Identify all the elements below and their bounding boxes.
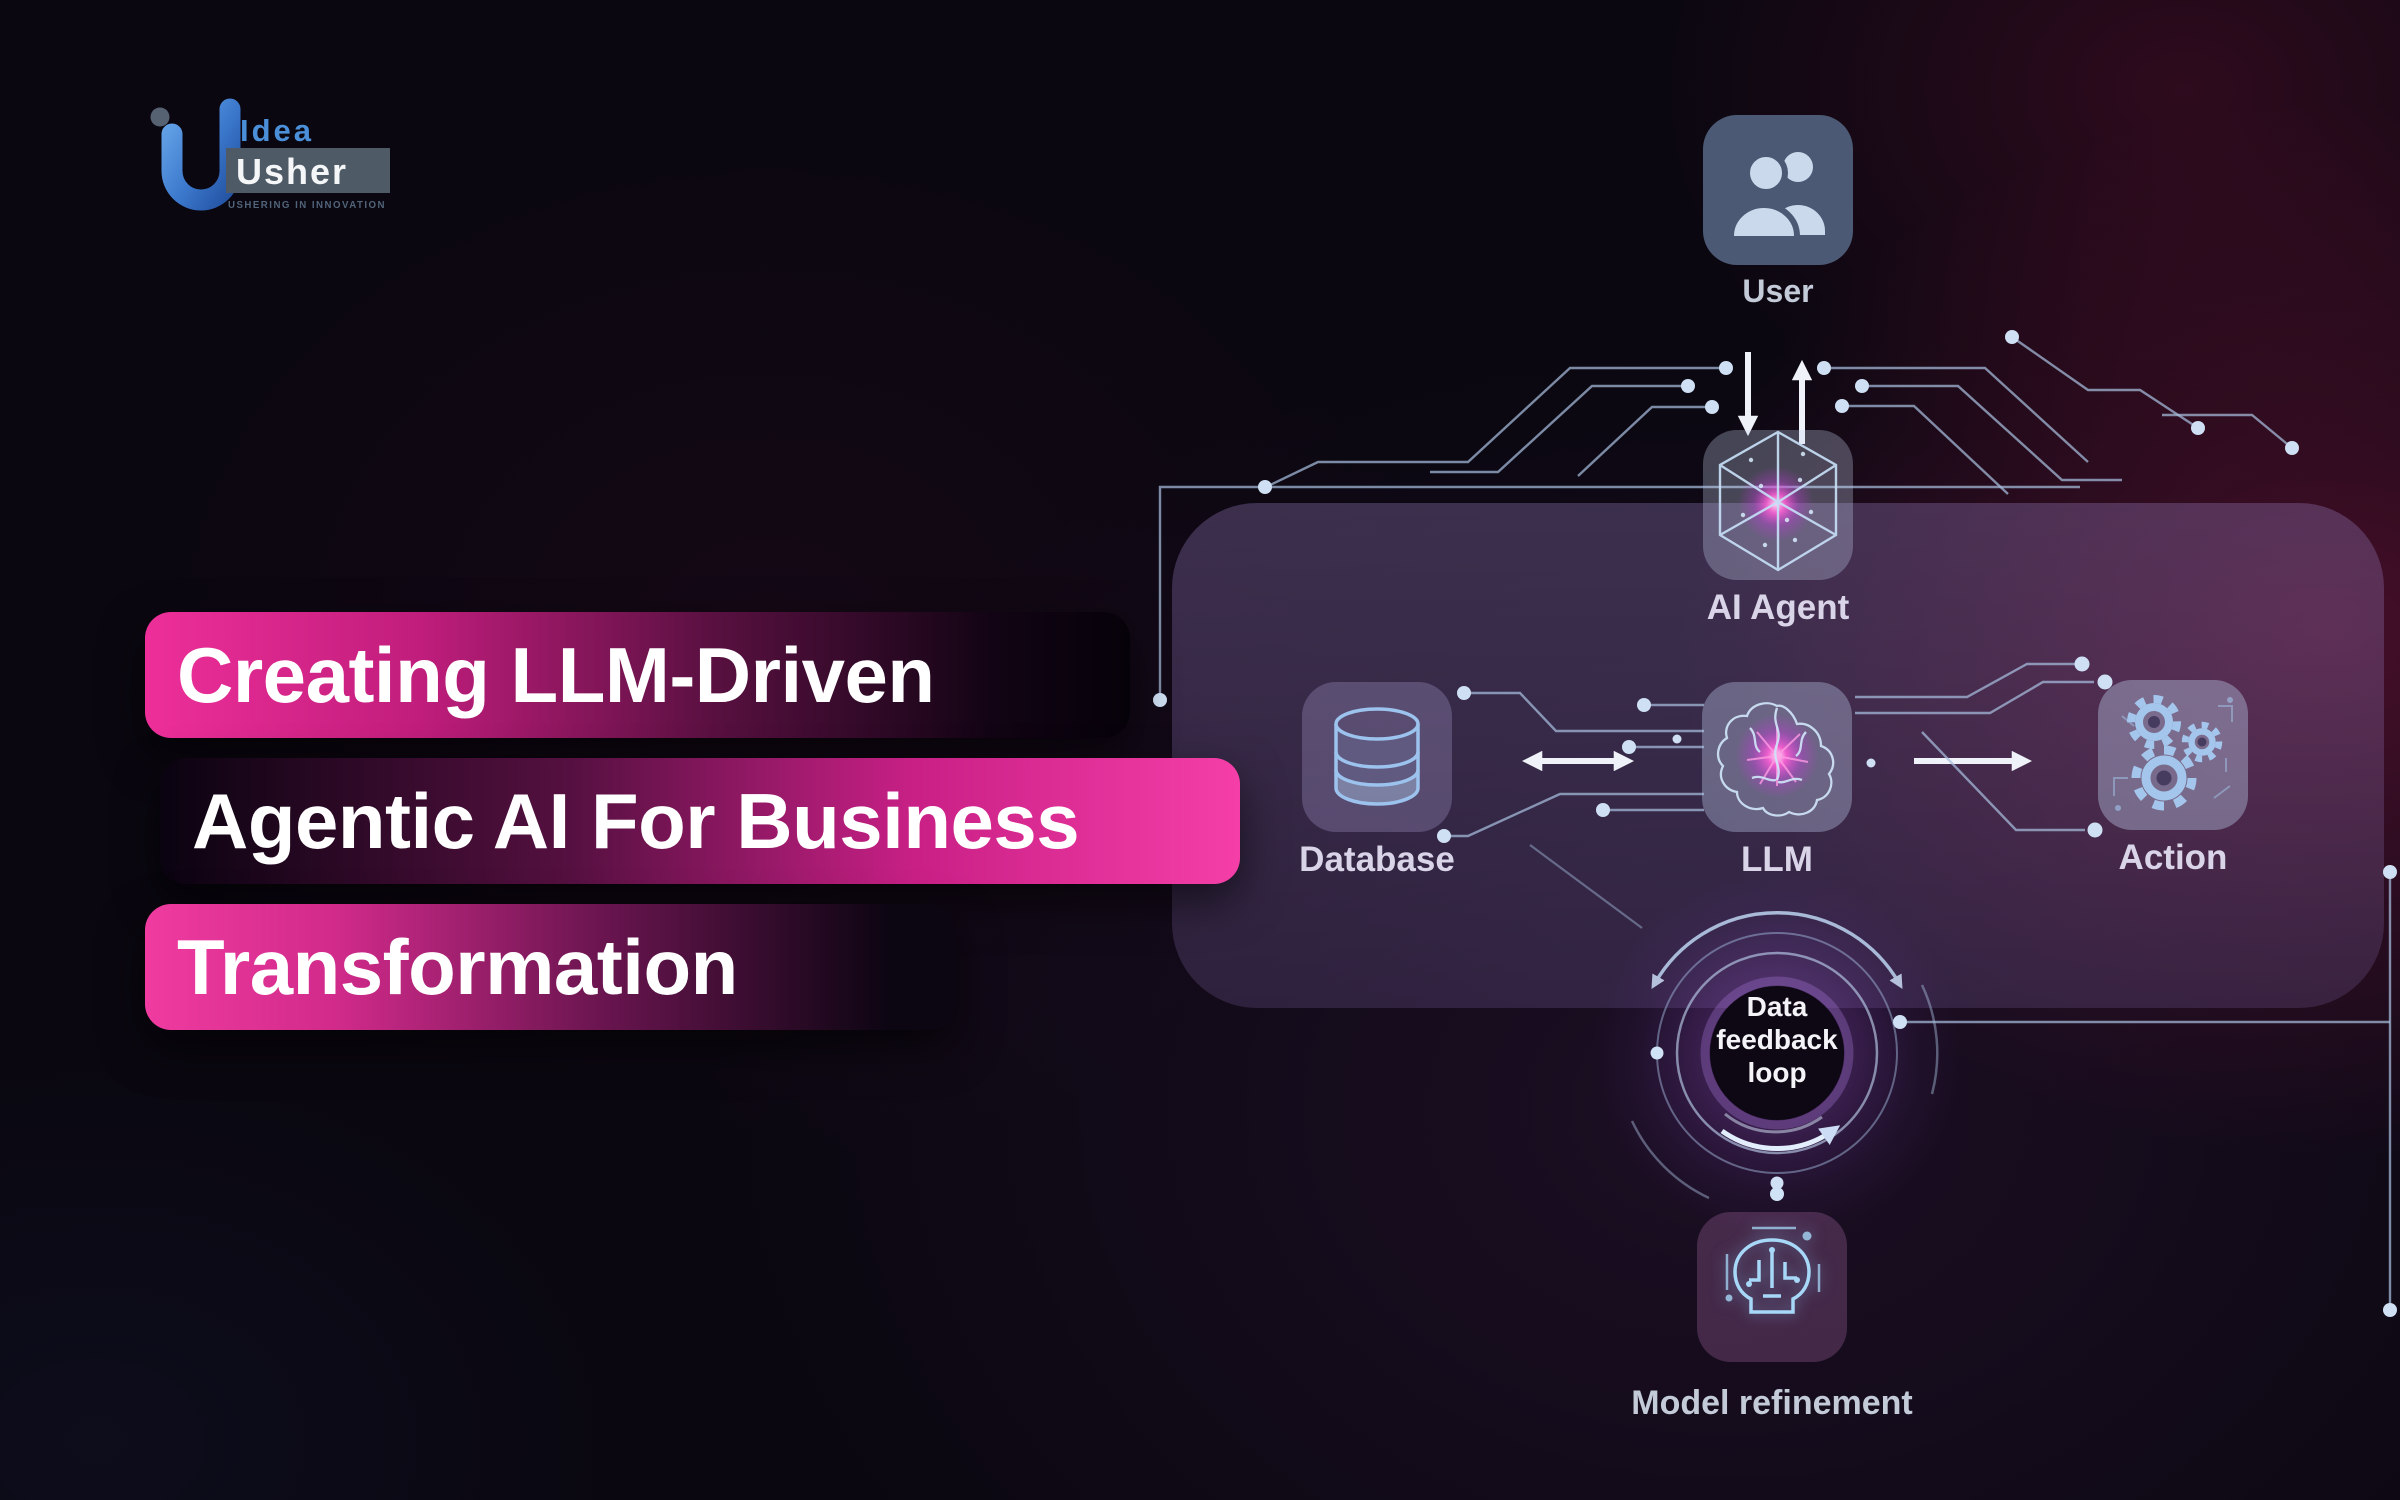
title-line-2: Agentic AI For Business bbox=[192, 776, 1080, 865]
database-label: Database bbox=[1299, 840, 1455, 879]
model-refinement-tile bbox=[1697, 1212, 1847, 1362]
node-user: User bbox=[1703, 115, 1853, 309]
node-action: Action bbox=[2098, 680, 2248, 877]
cube-icon bbox=[1718, 430, 1838, 572]
user-label: User bbox=[1742, 273, 1814, 309]
user-tile bbox=[1703, 115, 1853, 265]
node-ai-agent: AI Agent bbox=[1703, 430, 1853, 627]
action-tile bbox=[2098, 680, 2248, 830]
llm-tile bbox=[1702, 682, 1852, 832]
title-line-2-banner: Agentic AI For Business bbox=[160, 758, 1240, 884]
logo-dot bbox=[150, 107, 170, 127]
ai-agent-tile bbox=[1703, 430, 1853, 580]
logo-tagline: USHERING IN INNOVATION bbox=[228, 199, 386, 211]
ai-agent-label: AI Agent bbox=[1706, 588, 1850, 627]
feedback-loop-label: Data feedback loop bbox=[1716, 991, 1838, 1088]
title-line-1: Creating LLM-Driven bbox=[177, 630, 935, 719]
node-database: Database bbox=[1299, 682, 1455, 879]
database-icon bbox=[1334, 707, 1420, 806]
logo-brand-top: Idea bbox=[240, 113, 314, 148]
gears-icon bbox=[2113, 695, 2233, 811]
llm-label: LLM bbox=[1741, 840, 1813, 879]
brain-circuit-icon bbox=[1725, 1226, 1821, 1314]
logo-u-icon: Idea Usher USHERING IN INNOVATION bbox=[150, 98, 390, 211]
node-model-refinement: Model refinement bbox=[1631, 1212, 1913, 1422]
model-refinement-label: Model refinement bbox=[1631, 1384, 1913, 1422]
title-line-1-banner: Creating LLM-Driven bbox=[145, 612, 1130, 738]
users-icon bbox=[1728, 151, 1825, 242]
logo-brand-bottom: Usher bbox=[236, 151, 348, 192]
title-line-3-banner: Transformation bbox=[145, 904, 955, 1030]
idea-usher-logo: Idea Usher USHERING IN INNOVATION bbox=[140, 95, 400, 215]
node-llm: LLM bbox=[1702, 682, 1852, 879]
title-line-3: Transformation bbox=[177, 922, 738, 1011]
brain-icon bbox=[1716, 702, 1835, 817]
action-label: Action bbox=[2118, 838, 2228, 877]
database-tile bbox=[1302, 682, 1452, 832]
